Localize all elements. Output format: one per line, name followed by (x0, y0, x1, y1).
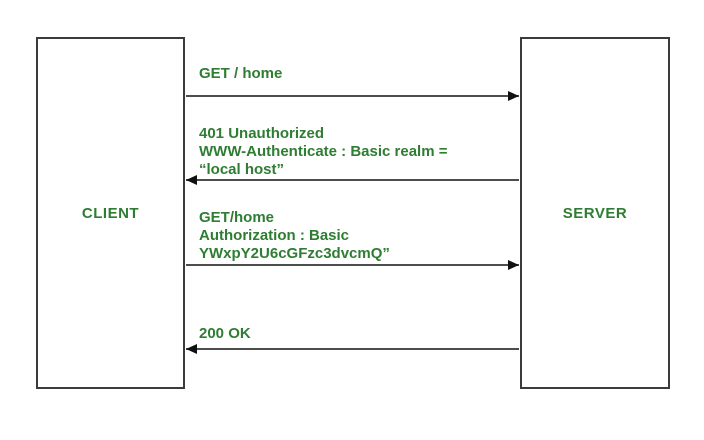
server-box: SERVER (520, 37, 670, 389)
message-line: 200 OK (199, 325, 251, 342)
client-box: CLIENT (36, 37, 185, 389)
message-get-home-authorized: GET/home Authorization : Basic YWxpY2U6c… (199, 209, 390, 263)
message-line: GET / home (199, 65, 283, 82)
request-arrow-authorized (186, 260, 519, 270)
message-line: GET/home (199, 209, 275, 226)
arrowhead-right-icon (508, 91, 519, 101)
message-line: YWxpY2U6cGFzc3dvcmQ” (199, 245, 390, 262)
request-arrow-get-home (186, 91, 519, 101)
message-200-ok: 200 OK (199, 325, 251, 343)
response-arrow-200-ok (186, 344, 519, 354)
arrowhead-left-icon (186, 175, 197, 185)
message-line: Authorization : Basic (199, 227, 350, 244)
message-line: WWW-Authenticate : Basic realm = (199, 143, 448, 160)
client-label: CLIENT (81, 204, 140, 222)
message-401-unauthorized: 401 Unauthorized WWW-Authenticate : Basi… (199, 125, 448, 179)
server-label: SERVER (562, 204, 628, 222)
response-arrow-401 (186, 175, 519, 185)
message-line: 401 Unauthorized (199, 125, 325, 142)
message-line: “local host” (199, 161, 285, 178)
message-get-home: GET / home (199, 65, 282, 83)
arrowhead-right-icon (508, 260, 519, 270)
arrowhead-left-icon (186, 344, 197, 354)
